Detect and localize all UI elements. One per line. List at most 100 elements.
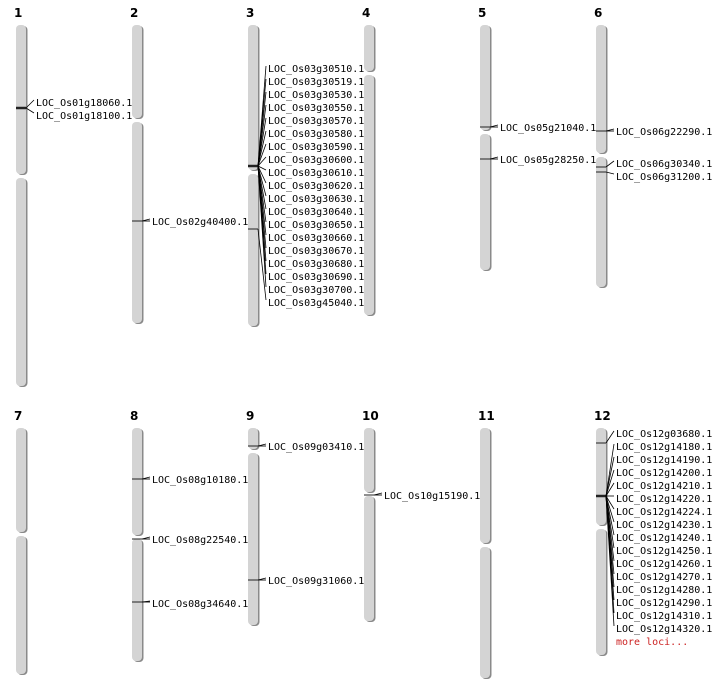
long-arm: [16, 178, 26, 386]
short-arm: [16, 428, 26, 532]
chromosome-8: 8LOC_Os08g10180.1LOC_Os08g22540.1LOC_Os0…: [130, 409, 248, 662]
locus-label[interactable]: LOC_Os03g30620.1: [268, 181, 364, 192]
more-loci-link[interactable]: more loci...: [616, 637, 688, 648]
short-arm: [132, 25, 142, 118]
long-arm: [364, 496, 374, 621]
locus-label[interactable]: LOC_Os12g14220.1: [616, 494, 712, 505]
locus-label[interactable]: LOC_Os05g21040.1: [500, 123, 596, 134]
locus-connector: [25, 99, 35, 109]
chromosome-11: 11: [478, 409, 495, 679]
locus-label[interactable]: LOC_Os03g30610.1: [268, 168, 364, 179]
locus-label[interactable]: LOC_Os12g14200.1: [616, 468, 712, 479]
locus-label[interactable]: LOC_Os03g30660.1: [268, 233, 364, 244]
locus-label[interactable]: LOC_Os05g28250.1: [500, 155, 596, 166]
locus-label[interactable]: LOC_Os12g14320.1: [616, 624, 712, 635]
locus-connector: [605, 495, 615, 510]
locus-connector: [257, 228, 267, 301]
chromosome-number: 6: [594, 6, 602, 20]
locus-label[interactable]: LOC_Os08g10180.1: [152, 475, 248, 486]
chromosome-7: 7: [14, 409, 28, 675]
long-arm: [16, 536, 26, 674]
locus-label[interactable]: LOC_Os03g30519.1: [268, 77, 364, 88]
locus-label[interactable]: LOC_Os03g30550.1: [268, 103, 364, 114]
locus-label[interactable]: LOC_Os03g30640.1: [268, 207, 364, 218]
locus-label[interactable]: LOC_Os12g14210.1: [616, 481, 712, 492]
locus-connector: [257, 443, 267, 447]
locus-label[interactable]: LOC_Os12g14260.1: [616, 559, 712, 570]
short-arm: [364, 428, 374, 492]
locus-connector: [605, 443, 615, 497]
locus-label[interactable]: LOC_Os12g14240.1: [616, 533, 712, 544]
locus-connector: [257, 143, 267, 167]
chromosome-number: 2: [130, 6, 138, 20]
locus-label[interactable]: LOC_Os03g30590.1: [268, 142, 364, 153]
chromosome-number: 5: [478, 6, 486, 20]
locus-connector: [25, 107, 35, 114]
chromosome-number: 9: [246, 409, 254, 423]
locus-connector: [141, 218, 151, 222]
locus-label[interactable]: LOC_Os06g22290.1: [616, 127, 712, 138]
locus-label[interactable]: LOC_Os02g40400.1: [152, 217, 248, 228]
locus-label[interactable]: LOC_Os12g14230.1: [616, 520, 712, 531]
locus-connector: [257, 156, 267, 167]
locus-label[interactable]: LOC_Os12g14310.1: [616, 611, 712, 622]
locus-connector: [141, 476, 151, 480]
locus-label[interactable]: LOC_Os01g18100.1: [36, 111, 132, 122]
long-arm: [480, 547, 490, 678]
locus-label[interactable]: LOC_Os12g14180.1: [616, 442, 712, 453]
locus-label[interactable]: LOC_Os12g03680.1: [616, 429, 712, 440]
locus-label[interactable]: LOC_Os03g30700.1: [268, 285, 364, 296]
long-arm: [132, 539, 142, 661]
long-arm: [480, 134, 490, 270]
locus-label[interactable]: LOC_Os03g30680.1: [268, 259, 364, 270]
locus-label[interactable]: LOC_Os10g15190.1: [384, 491, 480, 502]
locus-label[interactable]: LOC_Os03g30530.1: [268, 90, 364, 101]
locus-label[interactable]: LOC_Os03g30580.1: [268, 129, 364, 140]
locus-connector: [373, 492, 383, 496]
locus-label[interactable]: LOC_Os03g30670.1: [268, 246, 364, 257]
locus-label[interactable]: LOC_Os03g30650.1: [268, 220, 364, 231]
locus-label[interactable]: LOC_Os12g14270.1: [616, 572, 712, 583]
short-arm: [596, 428, 606, 525]
short-arm: [16, 25, 26, 174]
long-arm: [596, 157, 606, 287]
chromosome-4: 4: [362, 6, 376, 316]
locus-label[interactable]: LOC_Os12g14224.1: [616, 507, 712, 518]
locus-label[interactable]: LOC_Os03g30570.1: [268, 116, 364, 127]
locus-connector: [489, 124, 499, 128]
locus-connector: [257, 117, 267, 167]
locus-label[interactable]: LOC_Os06g31200.1: [616, 172, 712, 183]
long-arm: [364, 75, 374, 315]
locus-label[interactable]: LOC_Os03g30630.1: [268, 194, 364, 205]
chromosome-12: 12LOC_Os12g03680.1LOC_Os12g14180.1LOC_Os…: [594, 409, 712, 656]
locus-label[interactable]: LOC_Os06g30340.1: [616, 159, 712, 170]
locus-connector: [257, 577, 267, 581]
short-arm: [596, 25, 606, 153]
chromosome-3: 3LOC_Os03g30510.1LOC_Os03g30519.1LOC_Os0…: [246, 6, 364, 327]
locus-label[interactable]: LOC_Os12g14290.1: [616, 598, 712, 609]
locus-connector: [605, 430, 615, 444]
locus-label[interactable]: LOC_Os12g14250.1: [616, 546, 712, 557]
locus-label[interactable]: LOC_Os12g14280.1: [616, 585, 712, 596]
locus-connector: [257, 165, 267, 171]
short-arm: [480, 428, 490, 543]
locus-label[interactable]: LOC_Os08g22540.1: [152, 535, 248, 546]
locus-connector: [605, 171, 615, 175]
locus-label[interactable]: LOC_Os12g14190.1: [616, 455, 712, 466]
locus-label[interactable]: LOC_Os03g30690.1: [268, 272, 364, 283]
locus-label[interactable]: LOC_Os01g18060.1: [36, 98, 132, 109]
chromosome-number: 10: [362, 409, 379, 423]
locus-label[interactable]: LOC_Os09g03410.1: [268, 442, 364, 453]
locus-connector: [257, 165, 267, 288]
locus-label[interactable]: LOC_Os03g30510.1: [268, 64, 364, 75]
locus-label[interactable]: LOC_Os03g30600.1: [268, 155, 364, 166]
locus-label[interactable]: LOC_Os09g31060.1: [268, 576, 364, 587]
chromosome-number: 4: [362, 6, 370, 20]
locus-label[interactable]: LOC_Os03g45040.1: [268, 298, 364, 309]
locus-label[interactable]: LOC_Os08g34640.1: [152, 599, 248, 610]
chromosome-number: 3: [246, 6, 254, 20]
long-arm: [132, 122, 142, 323]
